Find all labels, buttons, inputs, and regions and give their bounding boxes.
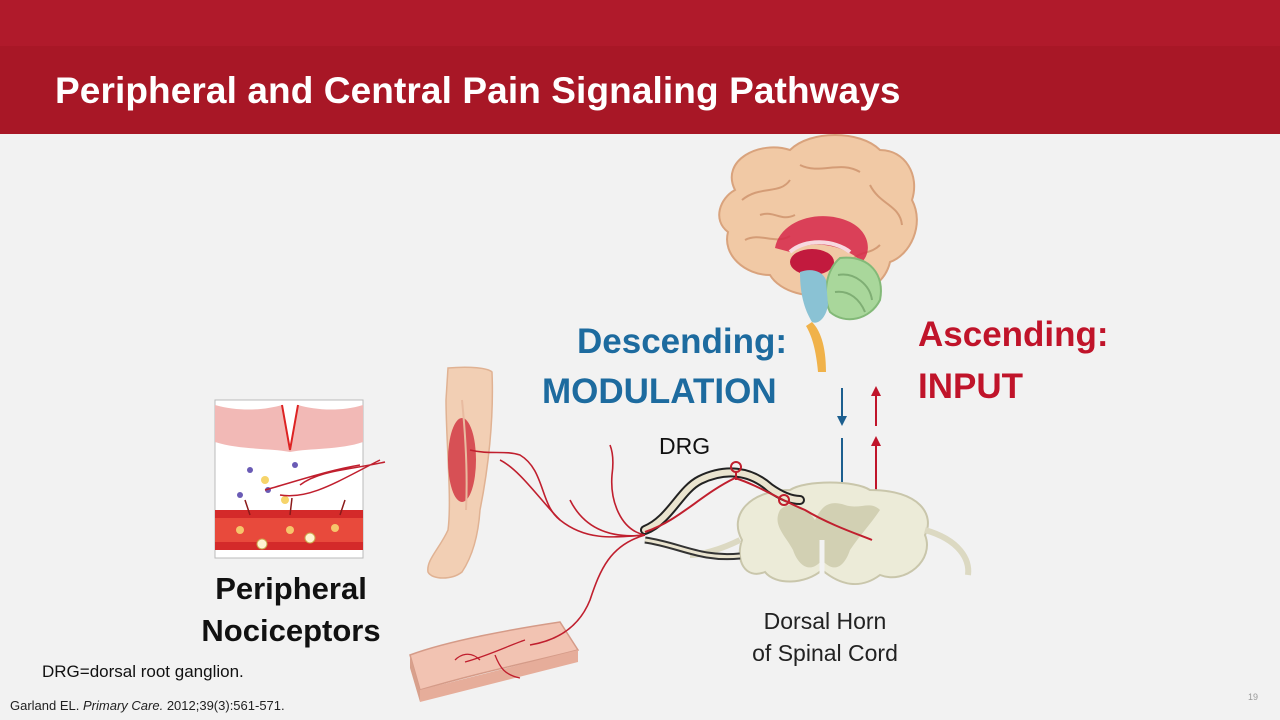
descending-subheading: MODULATION	[542, 372, 777, 411]
dorsal-horn-label: Dorsal Horn of Spinal Cord	[720, 605, 930, 669]
peripheral-nerves	[469, 444, 646, 646]
dorsal-label-line1: Dorsal Horn	[763, 608, 887, 634]
slide-title: Peripheral and Central Pain Signaling Pa…	[55, 70, 901, 111]
peripheral-nociceptors-label: Peripheral Nociceptors	[186, 568, 396, 652]
ascending-heading: Ascending:	[918, 315, 1109, 354]
peripheral-label-line2: Nociceptors	[201, 613, 381, 648]
descending-heading: Descending:	[577, 322, 788, 361]
footnote: DRG=dorsal root ganglion.	[42, 662, 244, 681]
page-number: 19	[1248, 692, 1259, 702]
peripheral-label-line1: Peripheral	[215, 571, 367, 606]
citation-journal: Primary Care.	[83, 698, 164, 713]
brain-illustration	[718, 134, 918, 372]
dorsal-label-line2: of Spinal Cord	[752, 640, 898, 666]
skin-patch-illustration	[409, 621, 580, 702]
citation: Garland EL. Primary Care. 2012;39(3):561…	[10, 698, 285, 713]
ascending-subheading: INPUT	[918, 367, 1023, 406]
citation-details: 2012;39(3):561-571.	[166, 698, 285, 713]
citation-author: Garland EL.	[10, 698, 80, 713]
leg-illustration	[427, 366, 494, 579]
skin-tissue-illustration	[214, 399, 386, 559]
dorsal-root-ganglion	[640, 461, 873, 561]
spinal-cord-illustration	[689, 481, 972, 586]
drg-label: DRG	[659, 433, 711, 459]
header-band	[0, 0, 1280, 134]
